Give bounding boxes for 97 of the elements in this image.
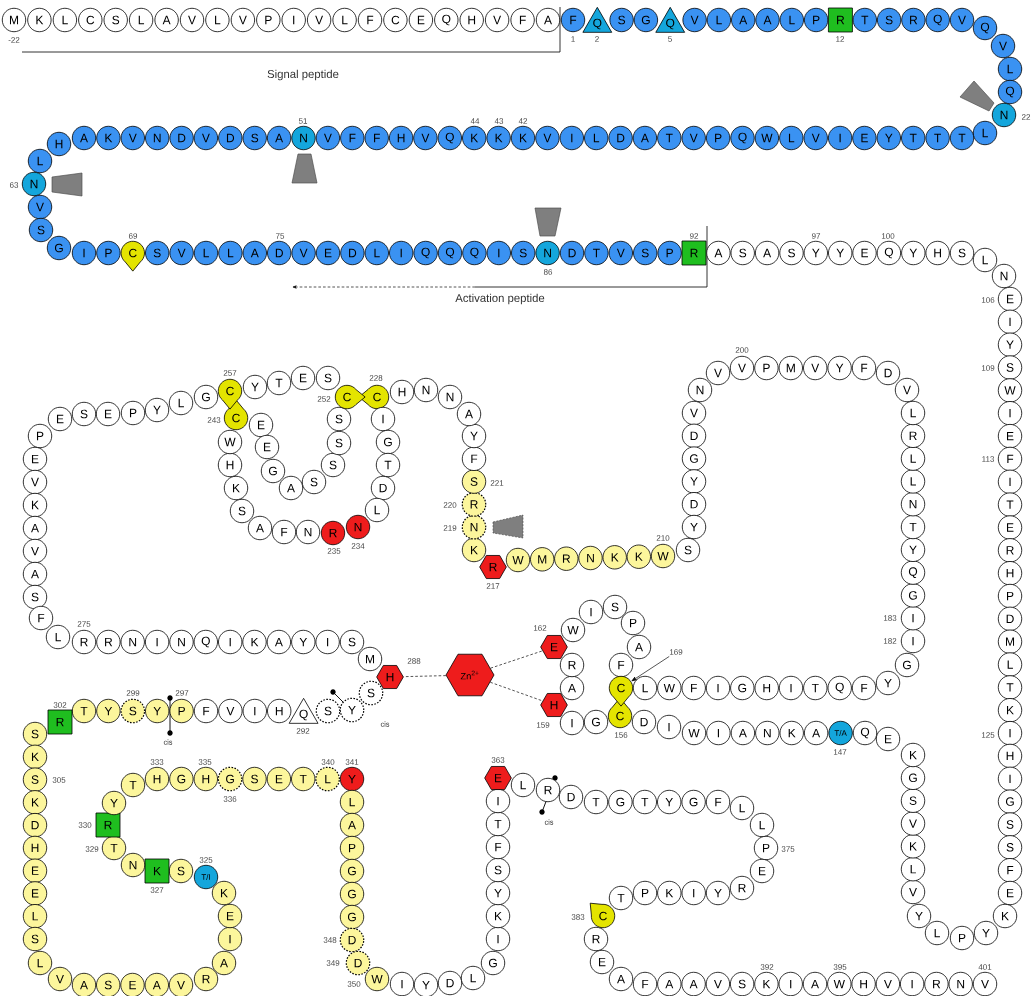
position-number: 63	[9, 182, 19, 188]
residue-hexagon: H	[376, 665, 404, 689]
position-number: 348	[323, 937, 337, 943]
position-number: 2	[595, 36, 599, 42]
residue-drop: C	[589, 902, 616, 929]
position-number: 401	[978, 964, 992, 970]
position-number: 86	[543, 269, 553, 275]
position-number: 243	[207, 417, 221, 423]
residue-drop: C	[334, 384, 366, 410]
residue-triangle: Q	[288, 697, 319, 724]
residue-square: R	[47, 709, 73, 735]
position-number: 340	[321, 759, 335, 765]
position-number: 220	[443, 502, 457, 508]
position-number: 200	[735, 347, 749, 353]
position-number: 109	[981, 365, 995, 371]
node-label: R	[933, 979, 941, 989]
residue-hexagon: E	[484, 766, 512, 790]
position-number: 75	[276, 233, 285, 239]
position-number: 147	[833, 749, 847, 755]
residue-drop: C	[217, 378, 243, 410]
position-number: 106	[981, 297, 995, 303]
position-number: 327	[150, 887, 164, 893]
position-number: 299	[126, 690, 140, 696]
position-number: 92	[689, 233, 699, 239]
residue-drop: C	[608, 675, 634, 707]
position-number: 44	[470, 118, 480, 124]
residue-square: K	[144, 858, 170, 884]
position-number: 335	[198, 759, 212, 765]
residue-square: R	[95, 812, 121, 838]
position-number: 169	[669, 649, 683, 655]
position-number: 275	[77, 621, 91, 627]
position-number: 125	[981, 732, 995, 738]
position-number: 210	[656, 535, 670, 541]
position-number: 42	[518, 118, 528, 124]
residue-drop: C	[223, 399, 249, 431]
connector-line	[403, 675, 447, 677]
connector-line	[489, 681, 543, 702]
position-number: 43	[494, 118, 504, 124]
position-number: 302	[53, 702, 67, 708]
position-number: 12	[836, 36, 845, 42]
position-number: 383	[571, 914, 585, 920]
position-number: 252	[317, 396, 331, 402]
node-label: L	[470, 973, 476, 983]
connector-line	[490, 650, 543, 669]
position-number: 22	[1021, 114, 1031, 120]
position-number: 162	[533, 625, 547, 631]
position-number: 350	[347, 981, 361, 987]
residue-square: R	[681, 240, 707, 266]
position-number: 228	[369, 375, 383, 381]
position-number: 156	[614, 732, 628, 738]
position-number: 219	[443, 525, 457, 531]
position-number: -22	[8, 37, 20, 43]
residue-hexagon: R	[479, 555, 507, 579]
ion-hexagon: Zn$^{2+}$	[445, 653, 495, 697]
position-number: 395	[833, 964, 847, 970]
residue-drop: C	[607, 697, 633, 729]
residue-square: R	[828, 7, 853, 33]
position-number: 257	[223, 370, 237, 376]
position-number: 375	[781, 846, 795, 852]
position-number: 235	[327, 548, 341, 554]
position-number: 183	[883, 615, 897, 621]
position-number: 336	[223, 796, 237, 802]
region-label: Activation peptide	[455, 293, 545, 305]
position-number: 330	[78, 822, 92, 828]
position-number: 100	[881, 233, 895, 239]
arrow	[631, 656, 670, 682]
position-number: 305	[52, 777, 66, 783]
position-number: 292	[296, 728, 310, 734]
position-number: 349	[326, 960, 340, 966]
position-number: 333	[150, 759, 164, 765]
position-number: 217	[486, 583, 500, 589]
position-number: 288	[407, 658, 421, 664]
position-number: 113	[982, 456, 995, 462]
residue-triangle: Q	[582, 6, 613, 33]
residue-hexagon: E	[540, 635, 568, 659]
position-number: 159	[536, 722, 550, 728]
position-number: 392	[760, 964, 774, 970]
position-number: 297	[175, 690, 189, 696]
residue-drop: C	[358, 384, 390, 410]
position-number: 51	[298, 118, 308, 124]
residue-hexagon: H	[540, 693, 568, 717]
position-number: 5	[668, 36, 672, 42]
node-label: K	[763, 979, 771, 989]
position-number: 234	[351, 543, 365, 549]
position-number: 1	[571, 36, 575, 42]
position-number: 182	[883, 638, 897, 644]
position-number: 341	[345, 759, 359, 765]
residue-drop: C	[120, 240, 145, 272]
residue-triangle: Q	[655, 6, 686, 33]
position-number: 97	[811, 233, 821, 239]
position-number: 221	[490, 480, 504, 486]
region-label: Signal peptide	[267, 69, 339, 81]
position-number: 325	[199, 857, 213, 863]
position-number: 363	[491, 757, 505, 763]
node-label: Y	[422, 980, 430, 990]
position-number: 329	[85, 846, 99, 852]
position-number: 69	[128, 233, 138, 239]
